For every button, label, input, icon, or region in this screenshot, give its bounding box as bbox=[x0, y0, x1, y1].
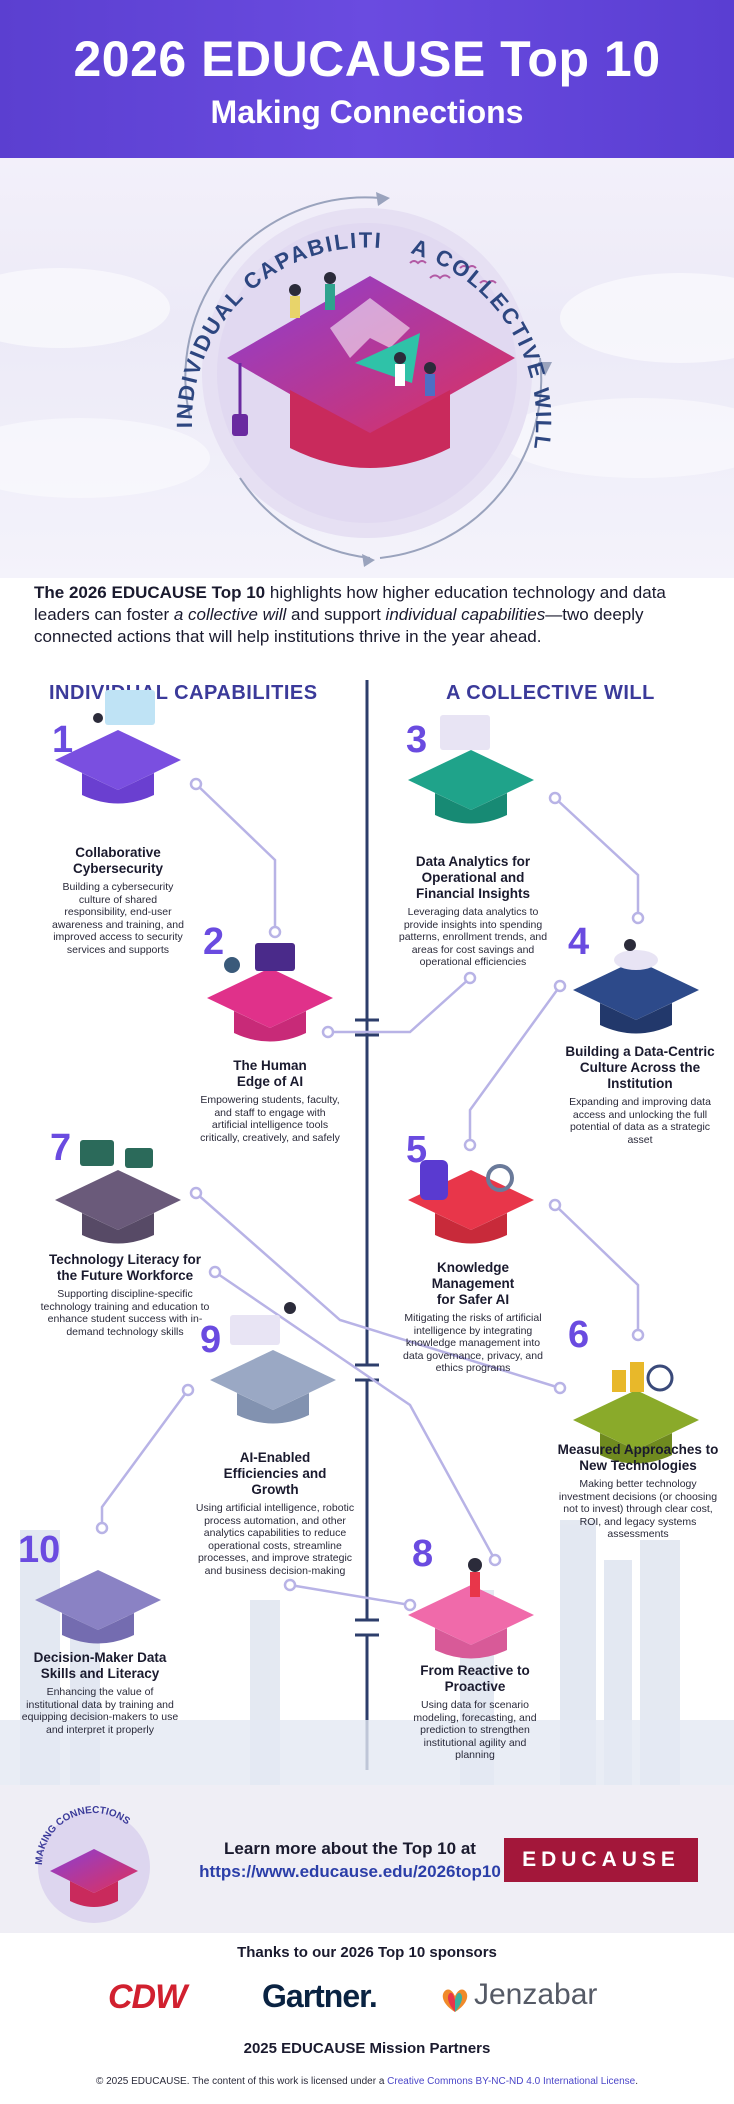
intro-text: highlights how higher education technolo… bbox=[34, 583, 666, 624]
top10-item-1: Collaborative Cybersecurity Building a c… bbox=[50, 845, 186, 956]
top10-item-6: Measured Approaches to New Technologies … bbox=[556, 1442, 720, 1541]
item-number: 2 bbox=[203, 921, 225, 963]
item-description: Enhancing the value of institutional dat… bbox=[21, 1686, 179, 1736]
making-connections-badge: MAKING CONNECTIONS bbox=[34, 1805, 150, 1923]
copyright-end: . bbox=[635, 2076, 639, 2087]
item-number: 5 bbox=[406, 1129, 428, 1171]
arc-arrow bbox=[184, 196, 381, 419]
connector-lines bbox=[0, 680, 734, 1785]
cap-icon-3 bbox=[408, 715, 534, 824]
header-banner: 2026 EDUCAUSE Top 10 Making Connections bbox=[0, 0, 734, 158]
item-title: Data Analytics for Operational and Finan… bbox=[415, 854, 531, 901]
item-description: Leveraging data analytics to provide ins… bbox=[398, 906, 548, 968]
copyright-text: © 2025 EDUCAUSE. The content of this wor… bbox=[95, 2076, 388, 2087]
cap-icon-8 bbox=[408, 1558, 534, 1659]
cap-icon-5 bbox=[408, 1160, 534, 1244]
item-description: Supporting discipline-specific technolog… bbox=[40, 1288, 210, 1338]
item-description: Mitigating the risks of artificial intel… bbox=[403, 1312, 543, 1374]
item-description: Empowering students, faculty, and staff … bbox=[200, 1094, 340, 1144]
item-title: Building a Data-Centric Culture Across t… bbox=[565, 1044, 715, 1091]
cap-icon-1 bbox=[55, 690, 181, 804]
intro-paragraph: The 2026 EDUCAUSE Top 10 highlights how … bbox=[34, 582, 702, 648]
learn-more-text: Learn more about the Top 10 at bbox=[224, 1839, 476, 1858]
top10-item-4: Building a Data-Centric Culture Across t… bbox=[560, 1044, 720, 1146]
item-description: Making better technology investment deci… bbox=[558, 1478, 718, 1540]
intro-text: and support bbox=[286, 605, 386, 624]
item-title: The Human Edge of AI bbox=[233, 1058, 307, 1089]
item-description: Expanding and improving data access and … bbox=[569, 1096, 711, 1146]
top10-item-8: From Reactive to Proactive Using data fo… bbox=[405, 1663, 545, 1762]
grad-cap-base bbox=[290, 390, 450, 468]
top10-item-7: Technology Literacy for the Future Workf… bbox=[40, 1252, 210, 1338]
hero-illustration: INDIVIDUAL CAPABILITIES A COLLECTIVE WIL… bbox=[0, 158, 734, 578]
item-title: From Reactive to Proactive bbox=[420, 1663, 530, 1694]
item-description: Building a cybersecurity culture of shar… bbox=[52, 881, 184, 956]
item-description: Using data for scenario modeling, foreca… bbox=[413, 1699, 537, 1761]
person bbox=[289, 284, 301, 296]
top-ten-list: 1 Collaborative Cybersecurity Building a… bbox=[0, 660, 734, 1785]
item-number: 6 bbox=[568, 1314, 590, 1356]
item-number: 7 bbox=[50, 1127, 72, 1169]
intro-emphasis: individual capabilities bbox=[385, 605, 546, 624]
item-title: Measured Approaches to New Technologies bbox=[557, 1442, 719, 1473]
item-number: 8 bbox=[412, 1533, 434, 1575]
column-heading-collective: A COLLECTIVE WILL bbox=[446, 682, 655, 704]
sponsors-heading: Thanks to our 2026 Top 10 sponsors bbox=[237, 1944, 497, 1961]
cloud bbox=[0, 268, 170, 348]
intro-text: —two deeply connected actions that will … bbox=[34, 605, 644, 646]
item-title: Decision-Maker Data Skills and Literacy bbox=[33, 1650, 167, 1681]
cap-icon-2 bbox=[207, 943, 333, 1042]
item-number: 1 bbox=[52, 719, 74, 761]
hero-graphic: INDIVIDUAL CAPABILITIES A COLLECTIVE WIL… bbox=[0, 158, 734, 567]
cloud bbox=[500, 398, 734, 478]
item-title: Technology Literacy for the Future Workf… bbox=[48, 1252, 202, 1283]
educause-logo: EDUCAUSE bbox=[504, 1838, 698, 1882]
page-subtitle: Making Connections bbox=[210, 94, 524, 130]
cap-icon-4 bbox=[573, 939, 699, 1034]
jenzabar-icon bbox=[440, 1986, 470, 2019]
top10-item-10: Decision-Maker Data Skills and Literacy … bbox=[20, 1650, 180, 1736]
top10-item-5: Knowledge Management for Safer AI Mitiga… bbox=[398, 1260, 548, 1375]
top10-item-3: Data Analytics for Operational and Finan… bbox=[398, 854, 548, 969]
item-title: Collaborative Cybersecurity bbox=[72, 845, 164, 876]
cap-icon-10 bbox=[35, 1540, 161, 1644]
arc-arrow bbox=[379, 357, 543, 559]
gartner-logo: Gartner. bbox=[262, 1978, 378, 2014]
top10-item-9: AI-Enabled Efficiencies and Growth Using… bbox=[190, 1450, 360, 1577]
item-number: 10 bbox=[18, 1529, 61, 1571]
learn-more: Learn more about the Top 10 at https://w… bbox=[190, 1838, 510, 1884]
cap-icon-9 bbox=[210, 1302, 336, 1424]
cloud bbox=[0, 418, 210, 498]
intro-emphasis: a collective will bbox=[173, 605, 287, 624]
item-number: 4 bbox=[568, 921, 590, 963]
jenzabar-logo: Jenzabar bbox=[474, 1978, 598, 2011]
cap-icon-7 bbox=[55, 1140, 181, 1244]
mission-partners-heading: 2025 EDUCAUSE Mission Partners bbox=[243, 2040, 491, 2057]
copyright-line: © 2025 EDUCAUSE. The content of this wor… bbox=[0, 2076, 734, 2087]
item-number: 3 bbox=[406, 719, 428, 761]
top10-item-2: The Human Edge of AI Empowering students… bbox=[200, 1058, 340, 1144]
item-number: 9 bbox=[200, 1319, 222, 1361]
cap-icon-6 bbox=[573, 1362, 699, 1464]
page-title: 2026 EDUCAUSE Top 10 bbox=[73, 31, 661, 87]
intro-lead: The 2026 EDUCAUSE Top 10 bbox=[34, 583, 266, 602]
license-link[interactable]: Creative Commons BY-NC-ND 4.0 Internatio… bbox=[387, 2076, 636, 2087]
learn-more-link[interactable]: https://www.educause.edu/2026top10 bbox=[199, 1862, 501, 1881]
cloud bbox=[560, 273, 734, 363]
item-description: Using artificial intelligence, robotic p… bbox=[195, 1502, 355, 1577]
item-title: AI-Enabled Efficiencies and Growth bbox=[223, 1450, 327, 1497]
item-title: Knowledge Management for Safer AI bbox=[431, 1260, 515, 1307]
cdw-logo: CDW bbox=[108, 1978, 187, 2016]
